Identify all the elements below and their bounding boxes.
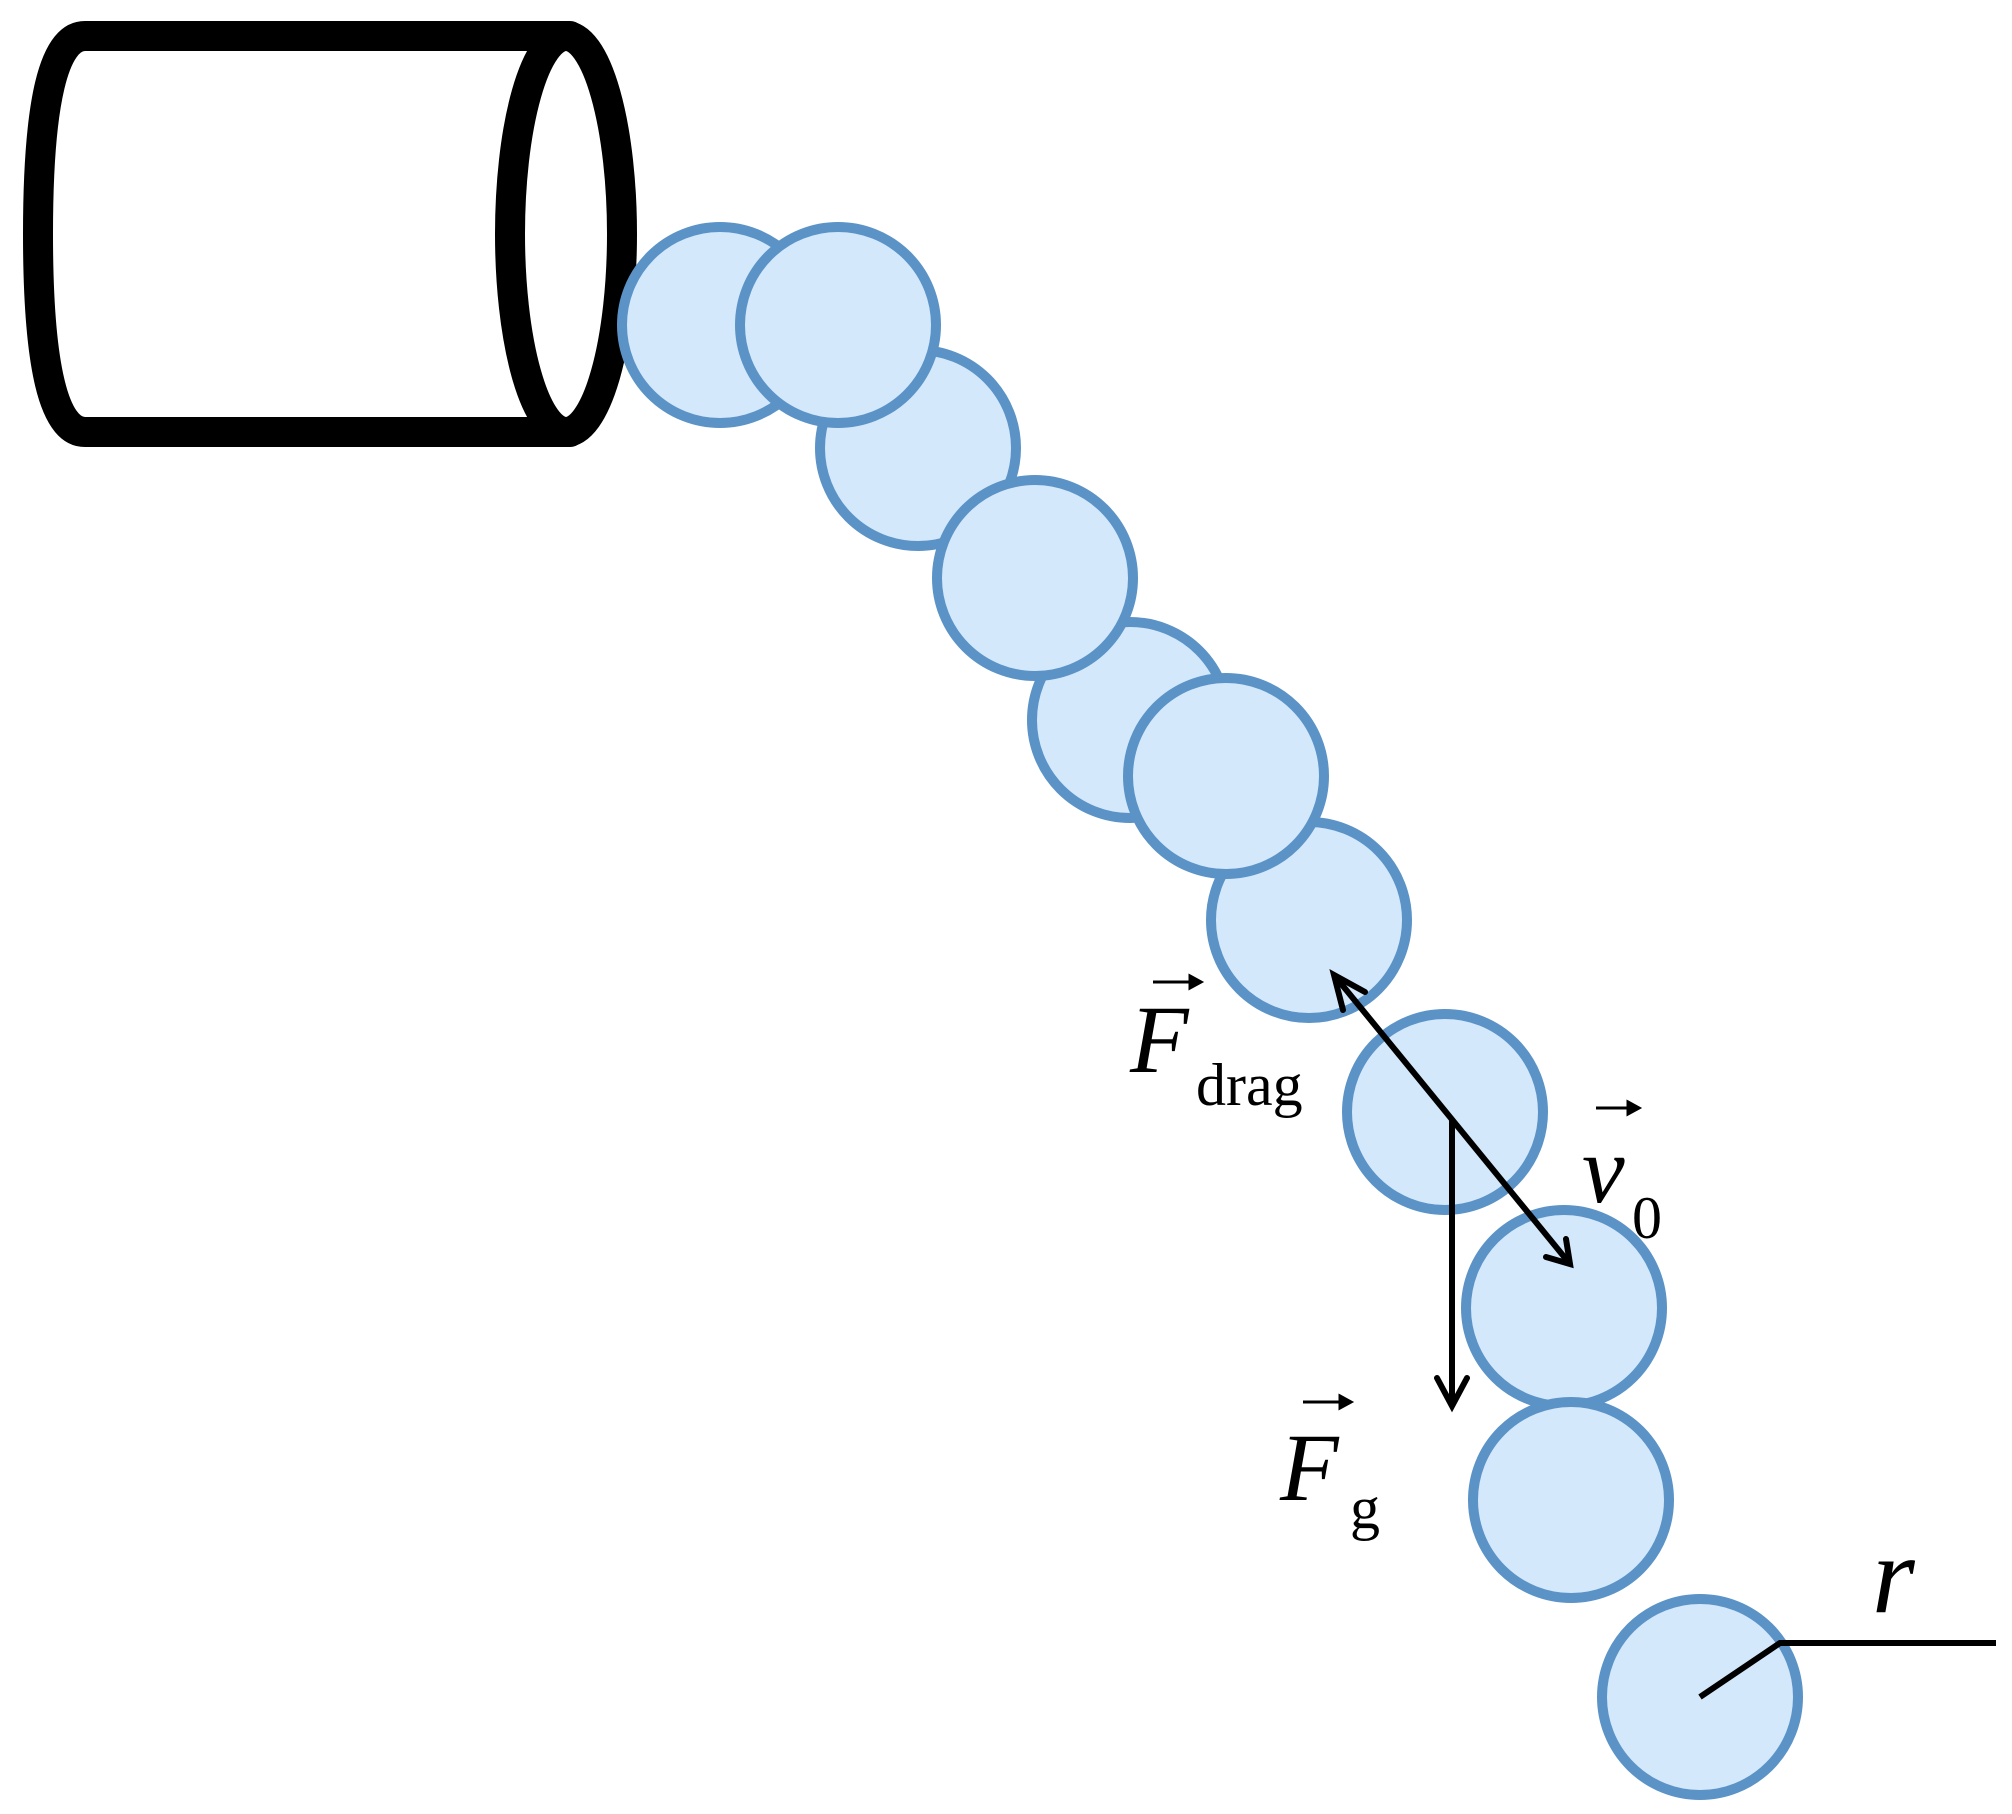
velocity-subscript: 0 — [1632, 1185, 1662, 1251]
gravity-force-subscript: g — [1350, 1475, 1380, 1541]
gravity-force-symbol: F — [1279, 1414, 1340, 1521]
drag-arrowhead — [1329, 969, 1368, 1013]
drag-force-subscript: drag — [1196, 1052, 1303, 1118]
nozzle — [23, 21, 637, 447]
radius-label: r — [1872, 1514, 1916, 1636]
nozzle-body — [23, 21, 585, 447]
nozzle-opening — [495, 21, 637, 447]
droplet — [932, 475, 1138, 681]
velocity-symbol: v — [1582, 1116, 1625, 1223]
droplet — [1468, 1397, 1674, 1603]
velocity-arrowhead — [1543, 1236, 1574, 1269]
velocity-drag-line — [1331, 973, 1573, 1266]
droplet — [1123, 673, 1329, 879]
droplet-stream — [617, 222, 1803, 1800]
velocity-drag-vector — [1329, 969, 1574, 1269]
droplet — [735, 222, 941, 428]
radius-marker — [1698, 1640, 1996, 1700]
gravity-vector — [1434, 1120, 1470, 1413]
gravity-force-label: F g — [1279, 1393, 1380, 1541]
gravity-arrowhead — [1434, 1375, 1470, 1413]
radius-line — [1698, 1640, 1996, 1700]
velocity-label: v 0 — [1582, 1099, 1662, 1251]
drag-force-label: F drag — [1129, 973, 1303, 1118]
drag-force-symbol: F — [1129, 986, 1190, 1093]
